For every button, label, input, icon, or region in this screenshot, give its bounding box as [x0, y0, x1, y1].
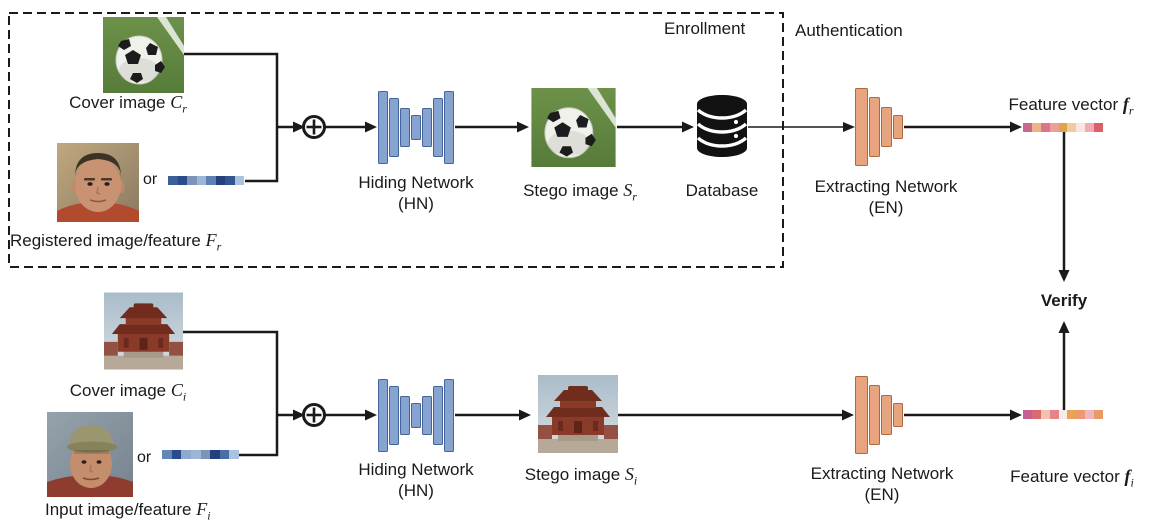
strip-segment [200, 450, 211, 459]
strip-segment [196, 176, 206, 185]
stego-image-temple [538, 375, 618, 453]
merge-line-bottom [183, 330, 279, 457]
strip-segment [1049, 410, 1059, 419]
registered-feature-strip [168, 176, 244, 185]
strip-segment [168, 176, 178, 185]
strip-segment [1031, 123, 1041, 132]
strip-segment [162, 450, 172, 459]
strip-segment [215, 176, 225, 185]
cover-image-r-label: Cover image Cr [69, 92, 187, 116]
circled-plus-icon [302, 403, 326, 427]
stego-image-soccer [531, 88, 616, 167]
strip-segment [1085, 410, 1095, 419]
merge-line-top [184, 52, 279, 183]
strip-segment [1049, 123, 1059, 132]
arrowheads [293, 121, 1070, 421]
strip-segment [1076, 410, 1086, 419]
strip-segment [171, 450, 182, 459]
input-image-feature-label: Input image/feature Fi [45, 499, 211, 523]
strip-segment [177, 176, 187, 185]
extracting-network-icon-bottom [855, 376, 903, 454]
strip-segment [1040, 123, 1050, 132]
strip-segment [1023, 123, 1032, 132]
input-face-image [47, 412, 133, 497]
hiding-network-icon-bottom [378, 378, 454, 452]
strip-segment [1023, 410, 1032, 419]
strip-segment [210, 450, 220, 459]
strip-segment [234, 176, 244, 185]
hiding-network-label-top: Hiding Network (HN) [358, 173, 474, 213]
database-cylinder-icon [697, 95, 747, 157]
verify-label: Verify [1040, 291, 1088, 310]
strip-segment [190, 450, 201, 459]
strip-segment [1076, 123, 1086, 132]
cover-image-i-label: Cover image Ci [69, 380, 187, 404]
or-label-top: or [143, 171, 158, 188]
circled-plus-icon [302, 115, 326, 139]
stego-image-r-label: Stego image Sr [523, 180, 637, 204]
strip-segment [1094, 410, 1104, 419]
strip-segment [1067, 410, 1077, 419]
strip-segment [1040, 410, 1050, 419]
enrollment-label: Enrollment [664, 19, 746, 38]
strip-segment [1085, 123, 1095, 132]
authentication-label: Authentication [795, 21, 903, 40]
strip-segment [206, 176, 216, 185]
feature-vector-i-strip [1023, 410, 1104, 419]
strip-segment [229, 450, 239, 459]
cover-image-temple [104, 292, 183, 370]
registered-face-image [57, 143, 139, 222]
feature-vector-i-label: Feature vector fi [1010, 466, 1134, 490]
strip-segment [1058, 123, 1068, 132]
strip-segment [1058, 410, 1068, 419]
registered-image-feature-label: Registered image/feature Fr [10, 230, 222, 254]
hiding-network-icon-top [378, 90, 454, 164]
or-label-bottom: or [137, 449, 152, 466]
strip-segment [187, 176, 197, 185]
extracting-network-icon-top [855, 88, 903, 166]
extracting-network-label-bottom: Extracting Network (EN) [810, 464, 954, 504]
strip-segment [1094, 123, 1104, 132]
extracting-network-label-top: Extracting Network (EN) [814, 177, 958, 217]
feature-vector-r-label: Feature vector fr [1008, 94, 1134, 118]
cover-image-soccer [103, 17, 184, 93]
strip-segment [1031, 410, 1041, 419]
stego-image-i-label: Stego image Si [524, 464, 638, 488]
hiding-network-label-bottom: Hiding Network (HN) [358, 460, 474, 500]
strip-segment [1067, 123, 1077, 132]
strip-segment [219, 450, 230, 459]
feature-vector-r-strip [1023, 123, 1104, 132]
strip-segment [225, 176, 235, 185]
strip-segment [181, 450, 191, 459]
database-label: Database [685, 181, 759, 200]
input-feature-strip [162, 450, 239, 459]
